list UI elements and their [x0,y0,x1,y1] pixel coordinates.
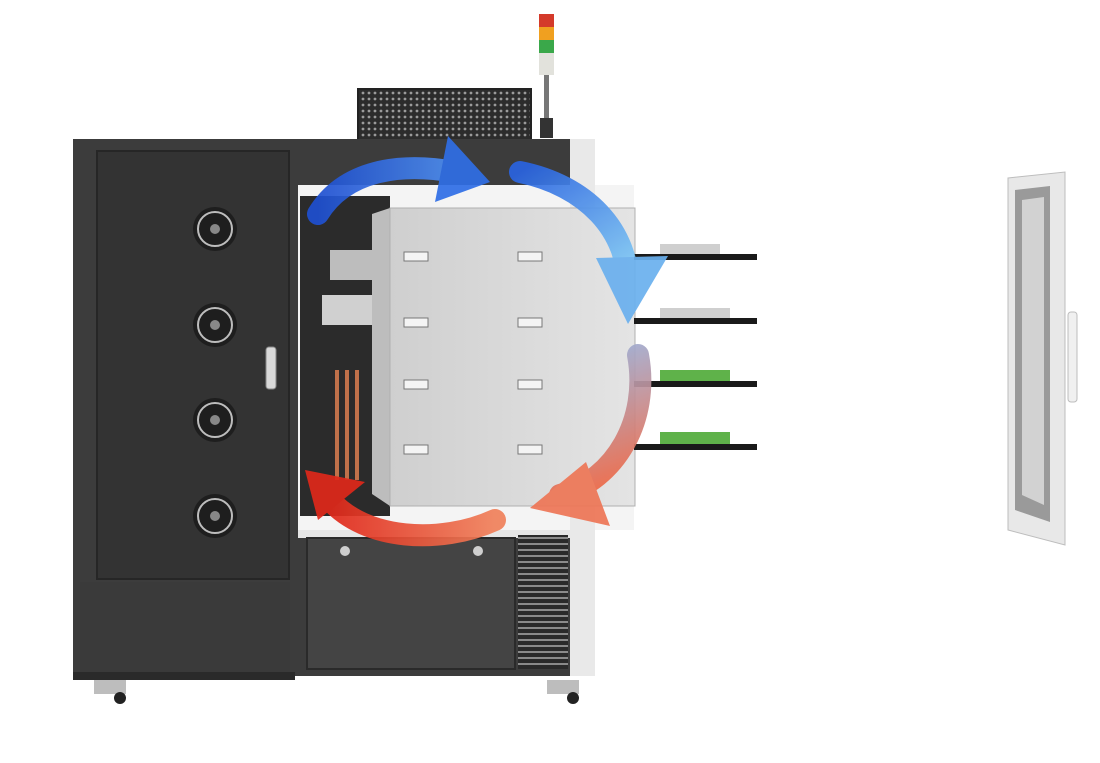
caster-wheel [547,680,579,704]
cold-airflow-arrowhead [435,136,490,202]
cooling-fan [193,494,237,538]
chamber-door [1007,171,1078,546]
top-exhaust-vent [357,88,532,142]
cooling-fan [193,303,237,347]
board-tray [634,432,757,450]
board-tray [634,308,757,324]
compressor-bay [306,535,568,670]
hot-airflow-arrowhead [305,470,365,520]
cabinet-door-handle [265,346,277,390]
cooling-fan [193,398,237,442]
hot-airflow-arrowhead [530,462,610,526]
signal-tower [539,14,554,138]
door-handle [1067,311,1078,403]
control-cabinet [73,139,295,680]
caster-wheel [94,680,126,704]
cold-airflow-arrowhead [596,256,668,324]
cooling-fan [193,207,237,251]
hot-airflow-arrow [319,489,506,547]
board-tray [634,370,757,387]
panel-latch [403,251,543,455]
cold-airflow-arrow [307,157,466,225]
airflow-arrows [305,136,668,547]
test-board-panel [372,207,636,507]
heat-exchanger-coils [322,250,375,480]
